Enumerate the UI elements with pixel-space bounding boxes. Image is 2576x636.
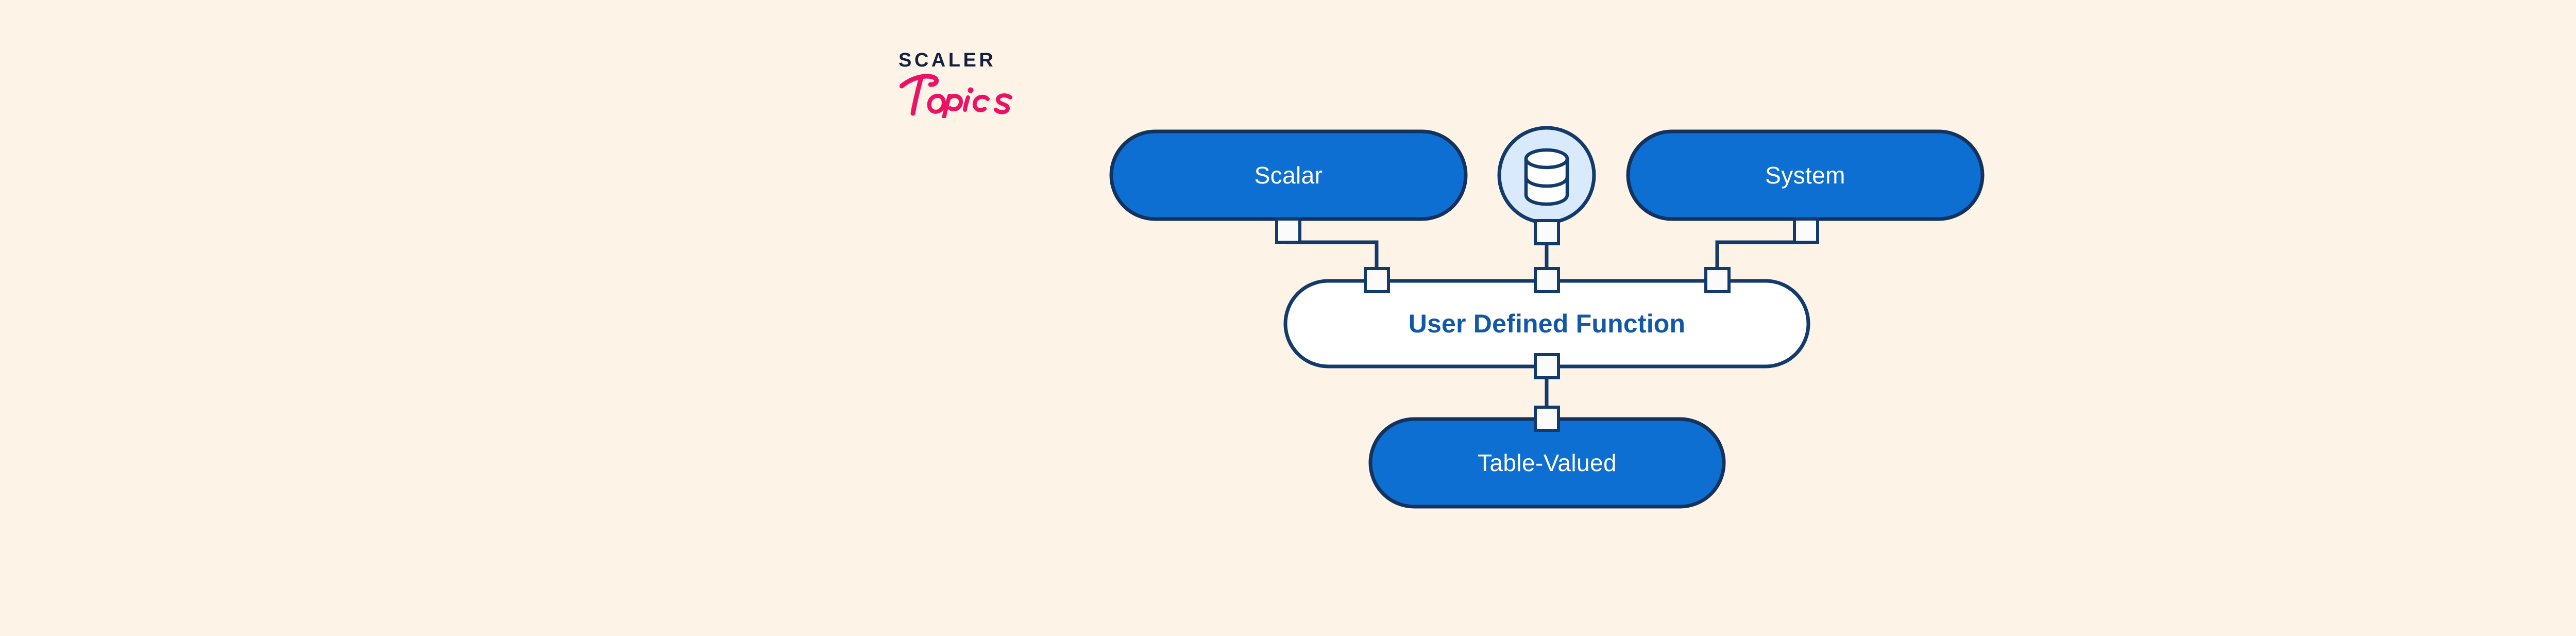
- port-system-bottom: [1793, 217, 1819, 244]
- port-scalar-bottom: [1275, 217, 1301, 244]
- database-icon: [1497, 126, 1596, 225]
- brand-script-dot: [968, 87, 974, 93]
- scaler-topics-logo: SCALER: [896, 45, 1051, 123]
- node-scalar[interactable]: [1109, 129, 1468, 221]
- port-database-bottom: [1534, 219, 1560, 245]
- brand-script-topics: [900, 74, 1012, 118]
- port-table-valued-top: [1534, 406, 1560, 432]
- port-udf-bottom-center: [1534, 353, 1560, 379]
- brand-wordmark: SCALER: [899, 49, 996, 71]
- port-udf-top-left: [1364, 267, 1390, 293]
- port-udf-top-right: [1704, 267, 1731, 293]
- port-group: [1275, 217, 1819, 432]
- node-table-valued[interactable]: [1368, 417, 1726, 509]
- port-udf-top-center: [1534, 267, 1560, 293]
- node-system[interactable]: [1626, 129, 1985, 221]
